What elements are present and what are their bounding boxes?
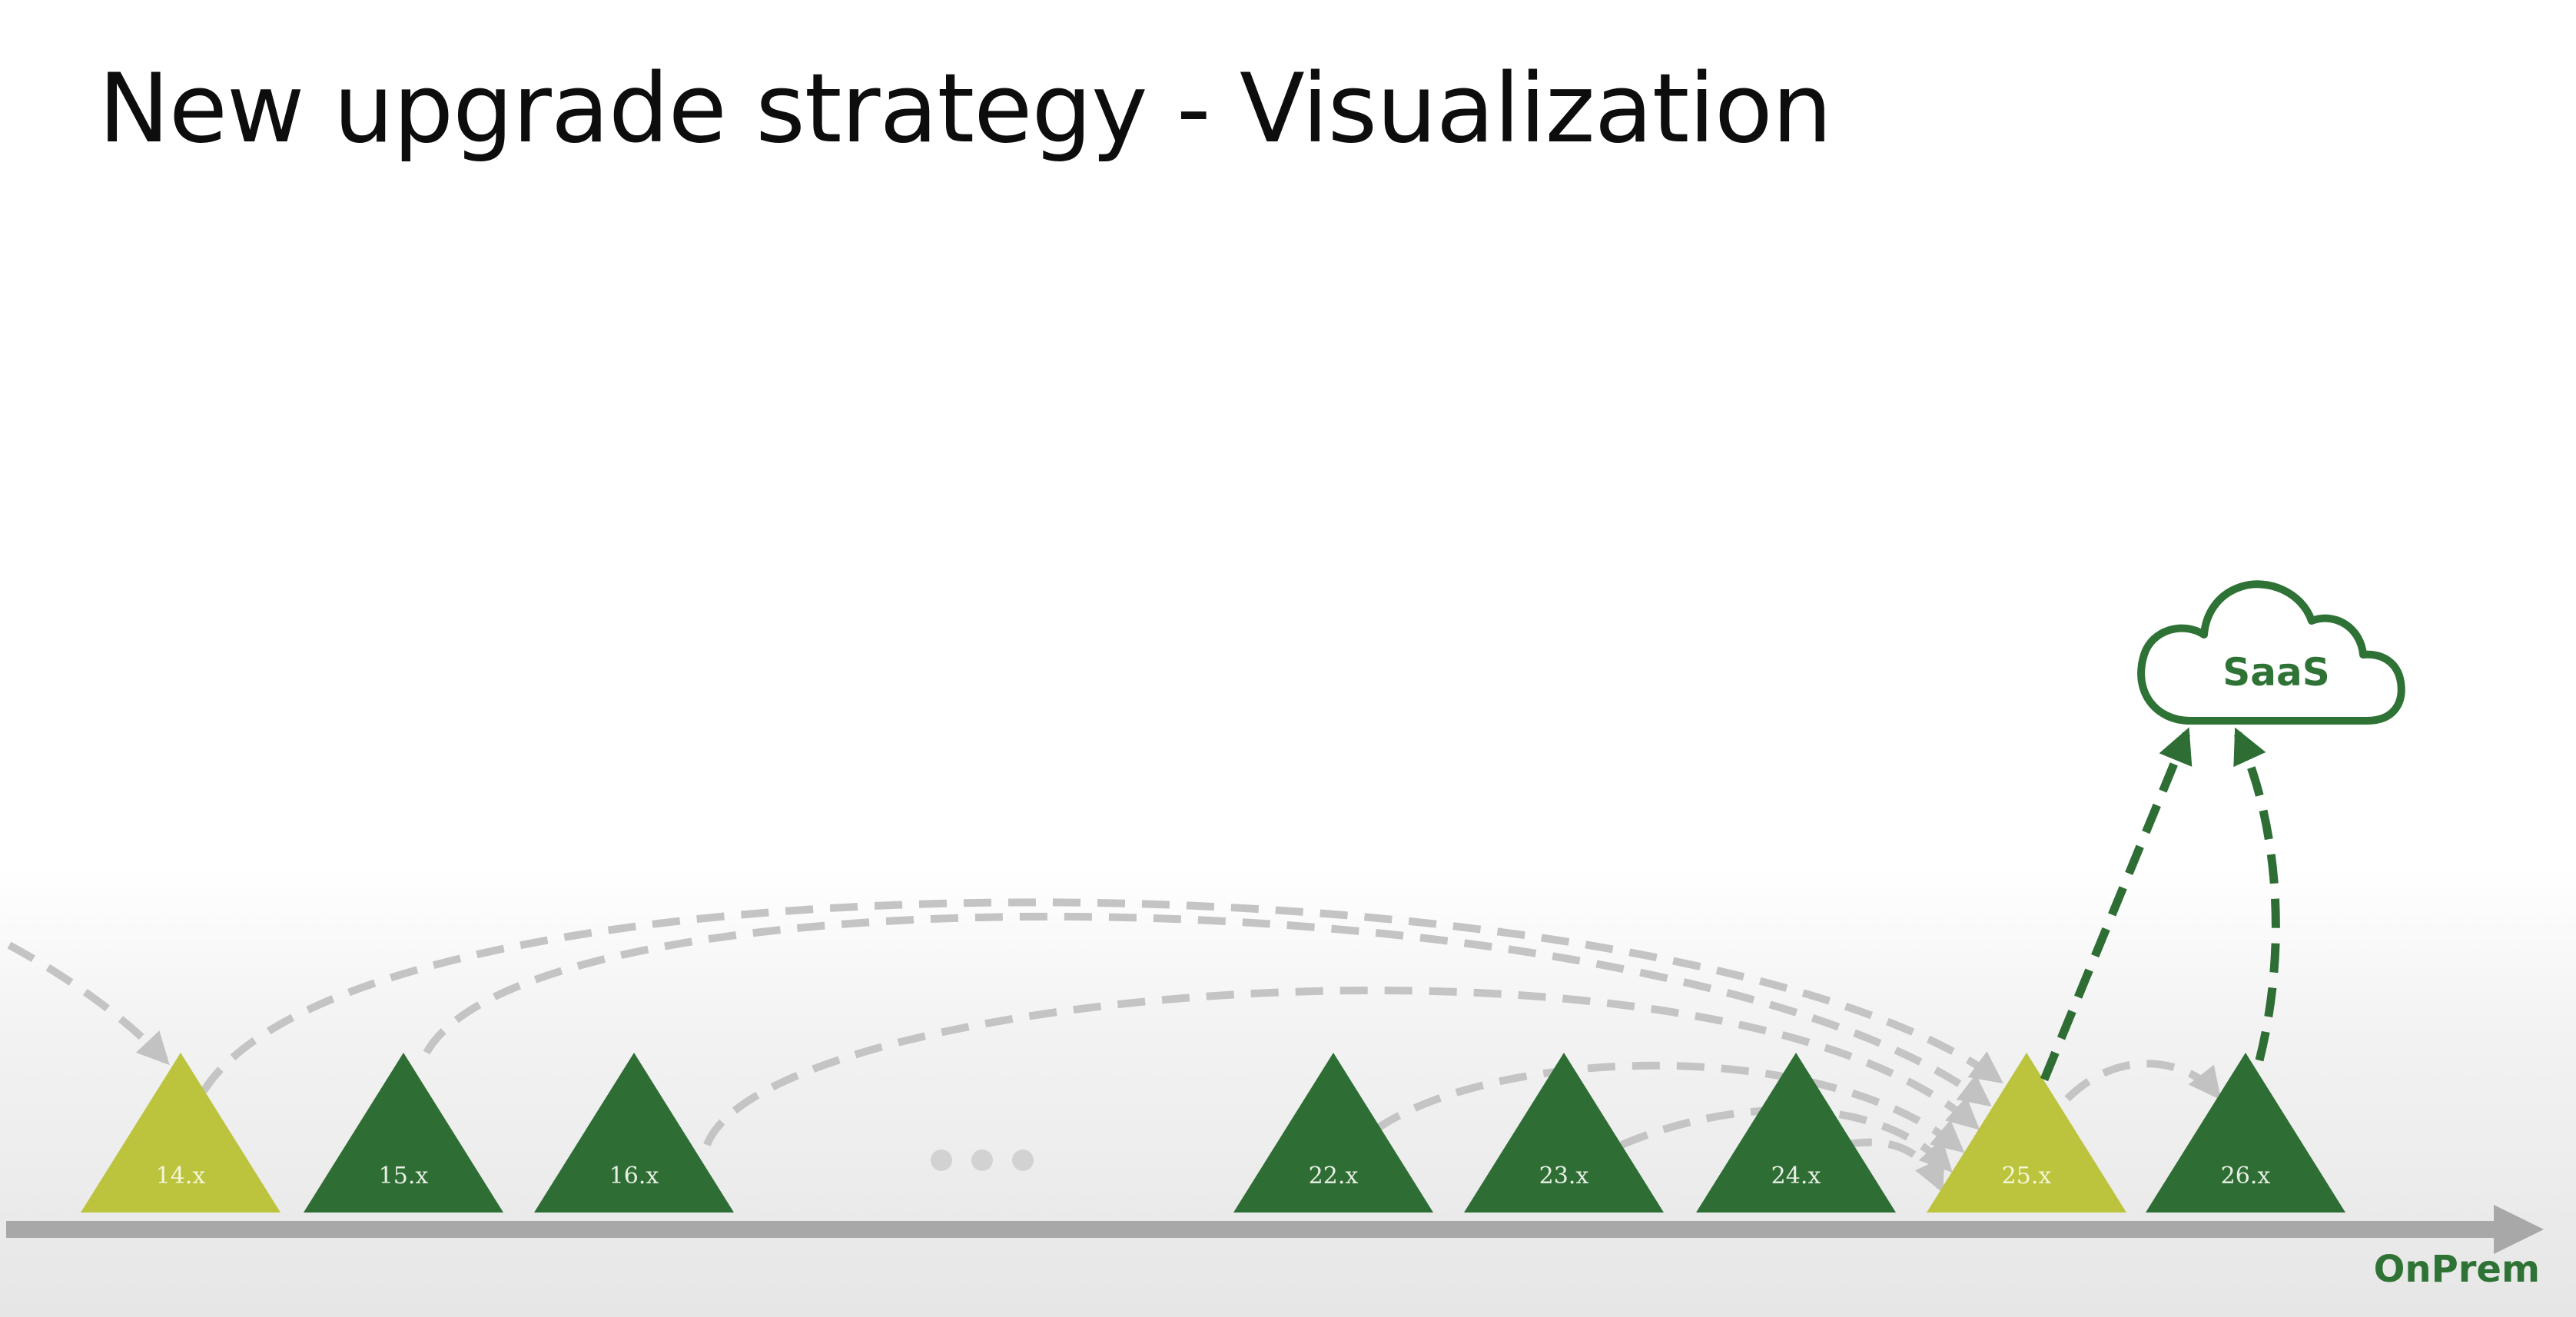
version-triangles: 14.x 15.x 16.x 22.x 23.x 24.x 25.x 26.x [81, 1053, 2345, 1213]
saas-path-from-25 [2040, 727, 2193, 1082]
version-label: 24.x [1771, 1163, 1821, 1189]
version-24-x: 24.x [1696, 1053, 1896, 1213]
onprem-label: OnPrem [2374, 1248, 2540, 1291]
upgrade-path-16-to-25 [703, 987, 1980, 1146]
version-triangle [1927, 1053, 2126, 1213]
version-16-x: 16.x [534, 1053, 734, 1213]
version-label: 23.x [1539, 1163, 1589, 1189]
version-label: 14.x [156, 1163, 206, 1189]
upgrade-path-25-to-26 [2064, 1060, 2222, 1102]
axis-arrow-icon [2494, 1205, 2544, 1254]
version-triangle [81, 1053, 281, 1213]
version-triangle [534, 1053, 734, 1213]
upgrade-path-14-to-25 [200, 898, 2003, 1093]
upgrade-paths [7, 898, 2222, 1193]
ellipsis-icon [931, 1149, 1034, 1171]
onprem-axis: OnPrem [6, 1205, 2544, 1291]
version-triangle [304, 1053, 503, 1213]
upgrade-path-22-to-25 [1373, 1061, 1965, 1153]
version-22-x: 22.x [1233, 1053, 1433, 1213]
cloud-icon: SaaS [2137, 580, 2405, 725]
version-14-x: 14.x [81, 1053, 281, 1213]
version-26-x: 26.x [2146, 1053, 2345, 1213]
slide-title: New upgrade strategy - Visualization [98, 54, 1832, 164]
upgrade-path-15-to-25 [423, 912, 1992, 1107]
version-triangle [1696, 1053, 1896, 1213]
upgrade-path-24-to-25 [1844, 1138, 1945, 1193]
version-label: 16.x [609, 1163, 659, 1189]
upgrade-path-incoming [7, 941, 170, 1066]
version-23-x: 23.x [1464, 1053, 1664, 1213]
version-triangle [1233, 1053, 1433, 1213]
version-label: 26.x [2221, 1163, 2271, 1189]
version-label: 15.x [379, 1163, 429, 1189]
version-triangle [1464, 1053, 1664, 1213]
version-label: 25.x [2002, 1163, 2052, 1189]
version-triangle [2146, 1053, 2345, 1213]
version-label: 22.x [1309, 1163, 1359, 1189]
saas-label: SaaS [2222, 650, 2330, 695]
version-15-x: 15.x [304, 1053, 503, 1213]
saas-paths [2040, 727, 2280, 1082]
saas-path-from-26 [2233, 727, 2280, 1062]
version-25-x: 25.x [1927, 1053, 2126, 1213]
